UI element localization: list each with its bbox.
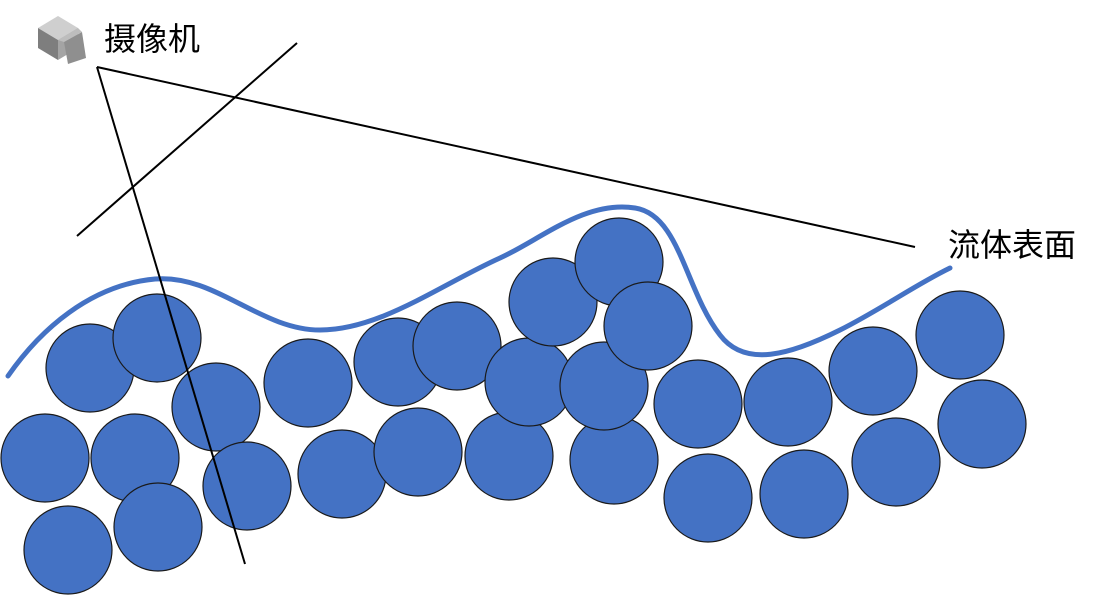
fluid-particle [915, 290, 1005, 380]
fluid-particle [743, 357, 833, 447]
fluid-particle [508, 257, 598, 347]
fluid-particle [603, 281, 693, 371]
image-plane-line [76, 42, 298, 237]
fluid-particle [113, 482, 203, 572]
ray-down [96, 66, 246, 565]
fluid-particle [263, 338, 353, 428]
particle-group [0, 217, 1027, 595]
fluid-particle [937, 379, 1027, 469]
fluid-particle [23, 505, 113, 595]
camera-label: 摄像机 [104, 20, 200, 58]
fluid-particle [0, 413, 90, 503]
fluid-particle [202, 441, 292, 531]
fluid-surface-label: 流体表面 [948, 226, 1076, 264]
fluid-particle [759, 449, 849, 539]
fluid-particle [851, 417, 941, 507]
fluid-surface-curve [5, 204, 953, 379]
fluid-particle [297, 429, 387, 519]
fluid-particle [828, 326, 918, 416]
fluid-particle [412, 301, 502, 391]
camera-cube-icon [38, 16, 86, 64]
fluid-particle [112, 293, 202, 383]
ray-to-surface [96, 66, 916, 248]
camera-rays [76, 42, 916, 565]
fluid-particle [653, 359, 743, 449]
fluid-particle [373, 407, 463, 497]
fluid-particle [171, 362, 261, 452]
fluid-particle [663, 453, 753, 543]
